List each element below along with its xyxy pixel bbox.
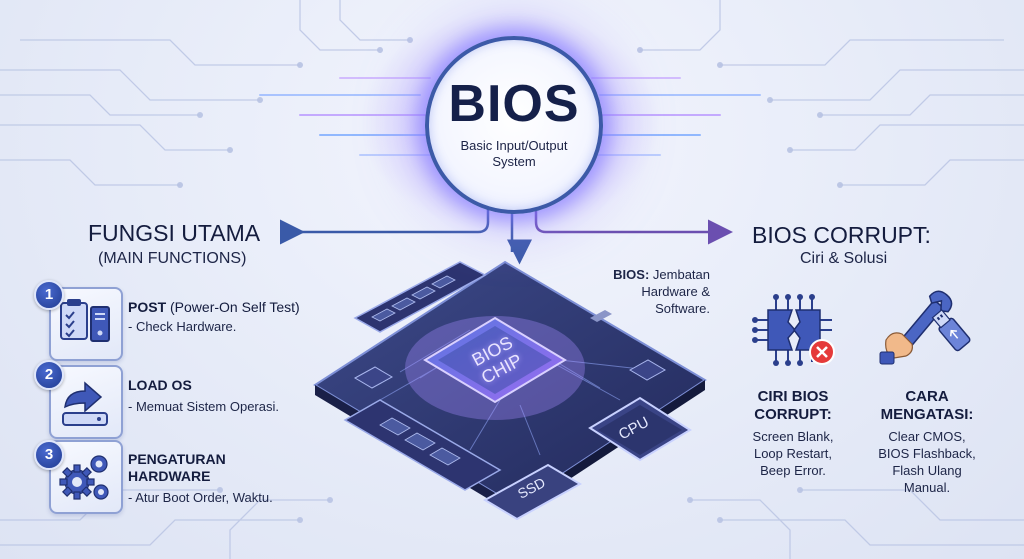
solutions-title: CARA MENGATASI: (862, 388, 992, 424)
main-functions-heading: FUNGSI UTAMA (88, 220, 261, 246)
wrench-usb-icon (872, 290, 972, 370)
solutions-title-line1: CARA (905, 388, 949, 405)
solutions-body-line1: Clear CMOS, (888, 429, 966, 444)
post-title-bold: POST (128, 299, 167, 315)
solutions-body-line2: BIOS Flashback, (878, 446, 976, 461)
symptoms-body-line2: Loop Restart, (753, 446, 833, 461)
solutions-body-line4: Manual. (903, 480, 951, 495)
load-os-title: LOAD OS (128, 377, 192, 393)
symptoms-body-line1: Screen Blank, (752, 429, 834, 444)
broken-chip-error-icon (748, 290, 838, 370)
post-title: POST (Power-On Self Test) (128, 299, 300, 316)
bios-subtitle: Basic Input/Output System (447, 138, 581, 170)
symptoms-title-line1: CIRI BIOS (757, 388, 829, 405)
symptoms-body-line3: Beep Error. (760, 463, 826, 478)
bios-bridge-note-line2: Hardware & (641, 284, 710, 299)
step-number-badge-2: 2 (34, 360, 64, 390)
hardware-settings-description: - Atur Boot Order, Waktu. (128, 490, 273, 505)
bios-bridge-note-bold: BIOS: (613, 267, 650, 282)
bios-bridge-note: BIOS: Jembatan Hardware & Software. (560, 266, 710, 317)
symptoms-title: CIRI BIOS CORRUPT: (738, 388, 848, 424)
load-os-description: - Memuat Sistem Operasi. (128, 399, 279, 414)
bios-bridge-note-line1: Jembatan (652, 267, 710, 282)
bios-subtitle-line2: System (492, 154, 536, 169)
bios-subtitle-line1: Basic Input/Output (460, 138, 568, 153)
post-title-extra: (Power-On Self Test) (170, 299, 300, 315)
bios-corrupt-subheading: Ciri & Solusi (800, 250, 888, 267)
bios-bridge-note-line3: Software. (655, 301, 710, 316)
main-functions-subheading: (MAIN FUNCTIONS) (98, 250, 247, 267)
arrow-left (280, 206, 490, 245)
bios-title: BIOS (448, 75, 580, 133)
solutions-body: Clear CMOS, BIOS Flashback, Flash Ulang … (862, 428, 992, 496)
symptoms-body: Screen Blank, Loop Restart, Beep Error. (738, 428, 848, 479)
arrow-right (534, 206, 733, 245)
step-number-badge-3: 3 (34, 440, 64, 470)
bios-center-circle: BIOS Basic Input/Output System (425, 36, 603, 214)
hardware-settings-title-line1: PENGATURAN (128, 451, 226, 467)
post-description: - Check Hardware. (128, 319, 237, 334)
symptoms-title-line2: CORRUPT: (754, 406, 832, 423)
hardware-settings-title: PENGATURAN HARDWARE (128, 451, 226, 485)
hardware-settings-title-line2: HARDWARE (128, 468, 211, 484)
motherboard-illustration (313, 260, 707, 521)
step-number-badge-1: 1 (34, 280, 64, 310)
solutions-title-line2: MENGATASI: (880, 406, 974, 423)
solutions-body-line3: Flash Ulang (892, 463, 962, 478)
bios-corrupt-heading: BIOS CORRUPT: (752, 222, 931, 248)
